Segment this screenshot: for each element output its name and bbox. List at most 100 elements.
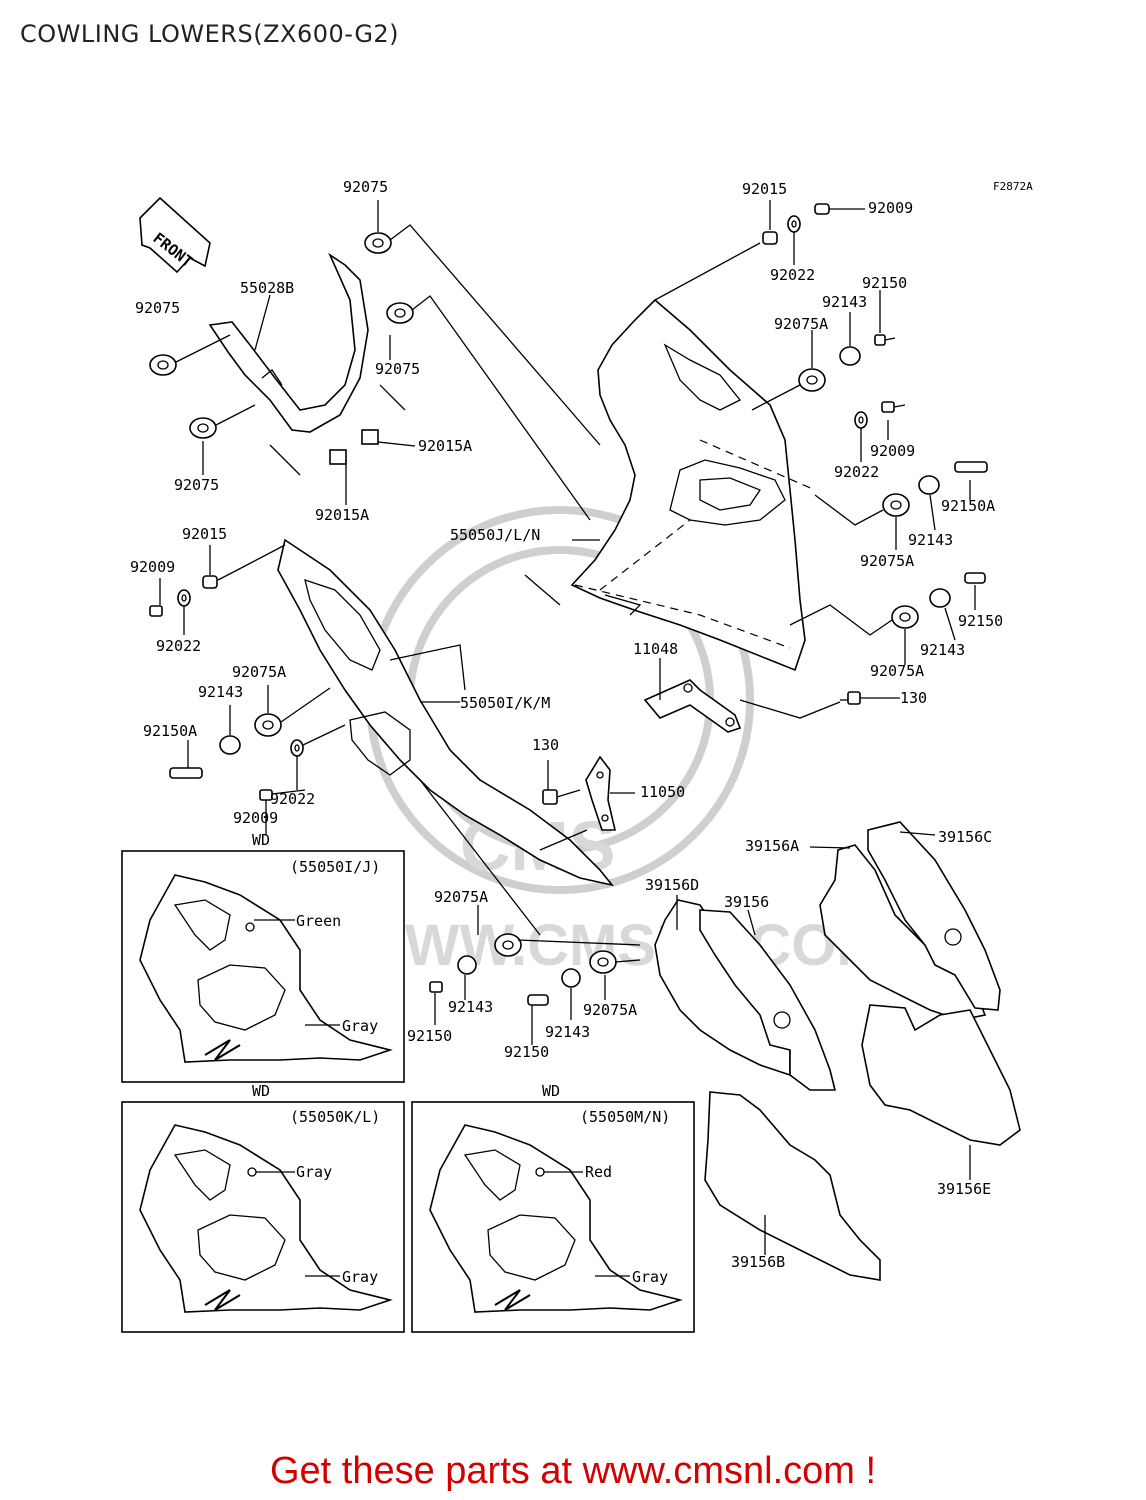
label-39156A: 39156A bbox=[745, 837, 799, 855]
label-92150-right-1: 92150 bbox=[862, 274, 907, 292]
insulator-39156E bbox=[861, 1004, 1021, 1146]
inset-2-wd-label: WD bbox=[252, 1082, 270, 1100]
screw-92009-left-top bbox=[149, 605, 163, 617]
grommet-92075A-right-1 bbox=[798, 368, 826, 392]
screw-92150-mid-1 bbox=[429, 981, 443, 993]
screw-92150A-left bbox=[169, 767, 203, 779]
washer-92022-right-top bbox=[787, 215, 801, 233]
label-92143-left: 92143 bbox=[198, 683, 243, 701]
label-92150A-left: 92150A bbox=[143, 722, 197, 740]
label-92075A-mid-1: 92075A bbox=[434, 888, 488, 906]
label-92015-left: 92015 bbox=[182, 525, 227, 543]
lower-cowling-left-55050IKM bbox=[277, 538, 615, 887]
inset-variant-1 bbox=[121, 850, 405, 1083]
inset-2-variant-label: (55050K/L) bbox=[290, 1108, 380, 1126]
collar-92143-mid-1 bbox=[457, 955, 477, 975]
label-92022-right-top: 92022 bbox=[770, 266, 815, 284]
collar-92143-left bbox=[219, 735, 241, 755]
label-55028B: 55028B bbox=[240, 279, 294, 297]
washer-92022-left-top bbox=[177, 589, 191, 607]
collar-92143-right-3 bbox=[929, 588, 951, 608]
exploded-parts-diagram: CMS WWW.CMSNL.COM F2872A FRONT bbox=[121, 178, 1033, 1333]
label-92075A-right-1: 92075A bbox=[774, 315, 828, 333]
label-92150A-right: 92150A bbox=[941, 497, 995, 515]
grommet-92075-left bbox=[149, 354, 177, 376]
label-92143-mid-1: 92143 bbox=[448, 998, 493, 1016]
label-92075-left: 92075 bbox=[135, 299, 180, 317]
grommet-92075-mid bbox=[386, 302, 414, 324]
label-92075-low: 92075 bbox=[174, 476, 219, 494]
label-92150-mid-1: 92150 bbox=[407, 1027, 452, 1045]
screw-92009-right-mid bbox=[881, 401, 906, 413]
label-92075A-right-3: 92075A bbox=[870, 662, 924, 680]
label-92075-top: 92075 bbox=[343, 178, 388, 196]
label-92075A-left-1: 92075A bbox=[232, 663, 286, 681]
grommet-92075-low bbox=[189, 417, 217, 439]
label-92075A-mid-2: 92075A bbox=[583, 1001, 637, 1019]
inset-variant-2 bbox=[121, 1101, 405, 1333]
insulator-39156A bbox=[819, 844, 987, 1021]
label-92015A-lower: 92015A bbox=[315, 506, 369, 524]
bracket-11050 bbox=[585, 755, 617, 831]
label-92143-right-2: 92143 bbox=[908, 531, 953, 549]
inset-3-upper-color: Red bbox=[585, 1163, 612, 1181]
label-92009-left-top: 92009 bbox=[130, 558, 175, 576]
label-39156C: 39156C bbox=[938, 828, 992, 846]
insulator-39156B bbox=[704, 1091, 881, 1281]
clip-92015A-lower bbox=[329, 449, 347, 465]
label-92075-mid: 92075 bbox=[375, 360, 420, 378]
inset-1-wd-label: WD bbox=[252, 831, 270, 849]
screw-92009-right-top bbox=[814, 203, 865, 215]
label-11048: 11048 bbox=[633, 640, 678, 658]
footer-link[interactable]: Get these parts at www.cmsnl.com ! bbox=[269, 1450, 877, 1492]
label-130-right: 130 bbox=[900, 689, 927, 707]
label-11050: 11050 bbox=[640, 783, 685, 801]
label-92150-right-2: 92150 bbox=[958, 612, 1003, 630]
page-title: COWLING LOWERS(ZX600-G2) bbox=[20, 20, 400, 48]
screw-92150-mid-2 bbox=[527, 994, 549, 1006]
collar-92015-right bbox=[762, 231, 778, 245]
lower-cowling-right-55050JLN bbox=[570, 298, 806, 672]
label-92022-left-mid: 92022 bbox=[270, 790, 315, 808]
label-92015-right: 92015 bbox=[742, 180, 787, 198]
washer-92022-right-mid bbox=[854, 411, 868, 429]
watermark-url-text: WWW.CMSNL.COM bbox=[350, 913, 885, 978]
inset-1-upper-color: Green bbox=[296, 912, 341, 930]
label-92015A-upper: 92015A bbox=[418, 437, 472, 455]
inset-3-variant-label: (55050M/N) bbox=[580, 1108, 670, 1126]
grommet-92075A-right-2 bbox=[882, 493, 910, 517]
front-arrow-icon: FRONT bbox=[139, 196, 211, 274]
label-55050JLN: 55050J/L/N bbox=[450, 526, 540, 544]
label-130-left: 130 bbox=[532, 736, 559, 754]
label-92009-right-top: 92009 bbox=[868, 199, 913, 217]
footer-promo-text[interactable]: Get these parts at www.cmsnl.com ! bbox=[0, 1450, 1146, 1493]
label-55050IKM: 55050I/K/M bbox=[460, 694, 550, 712]
collar-92143-mid-2 bbox=[561, 968, 581, 988]
insulator-39156 bbox=[699, 909, 837, 1091]
label-92143-mid-2: 92143 bbox=[545, 1023, 590, 1041]
label-92143-right-3: 92143 bbox=[920, 641, 965, 659]
inset-1-variant-label: (55050I/J) bbox=[290, 858, 380, 876]
inset-variant-3 bbox=[411, 1101, 695, 1333]
clip-92015A-upper bbox=[361, 429, 379, 445]
label-92022-left-top: 92022 bbox=[156, 637, 201, 655]
grommet-92075A-mid-2 bbox=[589, 950, 617, 974]
label-39156: 39156 bbox=[724, 893, 769, 911]
grommet-92075A-right-3 bbox=[891, 605, 919, 629]
inset-2-upper-color: Gray bbox=[296, 1163, 332, 1181]
label-39156E: 39156E bbox=[937, 1180, 991, 1198]
inset-1-lower-color: Gray bbox=[342, 1017, 378, 1035]
grommet-92075-top bbox=[364, 232, 392, 254]
label-92022-right-mid: 92022 bbox=[834, 463, 879, 481]
figure-code: F2872A bbox=[993, 180, 1033, 193]
label-92009-right-mid: 92009 bbox=[870, 442, 915, 460]
label-39156D: 39156D bbox=[645, 876, 699, 894]
inset-2-lower-color: Gray bbox=[342, 1268, 378, 1286]
washer-92022-left-mid bbox=[290, 739, 304, 757]
bracket-11048 bbox=[643, 679, 742, 733]
screw-92150-right-2 bbox=[964, 572, 986, 584]
bolt-130-right bbox=[840, 691, 861, 705]
grommet-92075A-left-1 bbox=[254, 713, 282, 737]
screw-92150A-right bbox=[954, 461, 988, 473]
bolt-130-left bbox=[542, 789, 581, 805]
